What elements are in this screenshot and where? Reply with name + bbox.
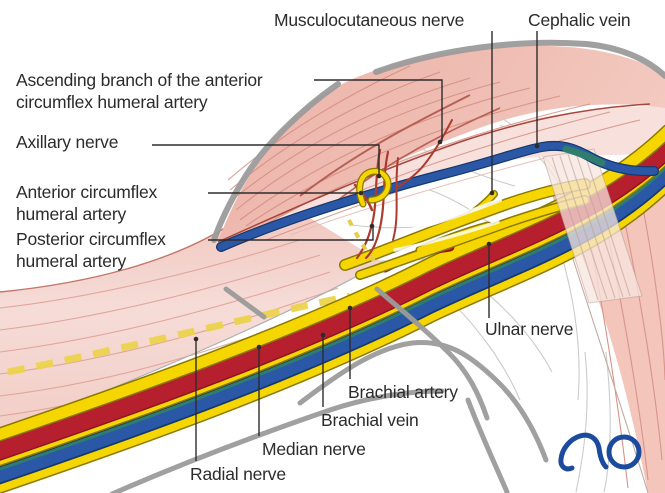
label-radial-nerve: Radial nerve <box>190 464 286 484</box>
label-median-nerve: Median nerve <box>262 439 366 459</box>
label-brachial-artery: Brachial artery <box>348 382 458 402</box>
label-ulnar-nerve: Ulnar nerve <box>485 319 574 339</box>
radial-nerve-dashed <box>7 292 351 376</box>
deltoid-muscle <box>217 45 665 243</box>
leader-dots <box>193 139 540 350</box>
label-musculocutaneous-nerve: Musculocutaneous nerve <box>274 10 465 30</box>
leader-lines <box>152 31 538 461</box>
ao-logo: AO <box>558 432 642 472</box>
label-posterior-circumflex: Posterior circumflex humeral artery <box>16 229 166 271</box>
axillary-nerve-hook <box>347 167 392 263</box>
cephalic-vein <box>216 140 659 252</box>
ascending-branch-vessel <box>299 94 471 197</box>
body-outlines <box>109 39 665 493</box>
label-anterior-circumflex: Anterior circumflex humeral artery <box>16 182 158 224</box>
label-cephalic-vein: Cephalic vein <box>528 10 631 30</box>
label-brachial-vein: Brachial vein <box>321 410 419 430</box>
label-axillary-nerve: Axillary nerve <box>16 132 119 152</box>
label-ascending-branch: Ascending branch of the anterior circumf… <box>16 70 263 112</box>
